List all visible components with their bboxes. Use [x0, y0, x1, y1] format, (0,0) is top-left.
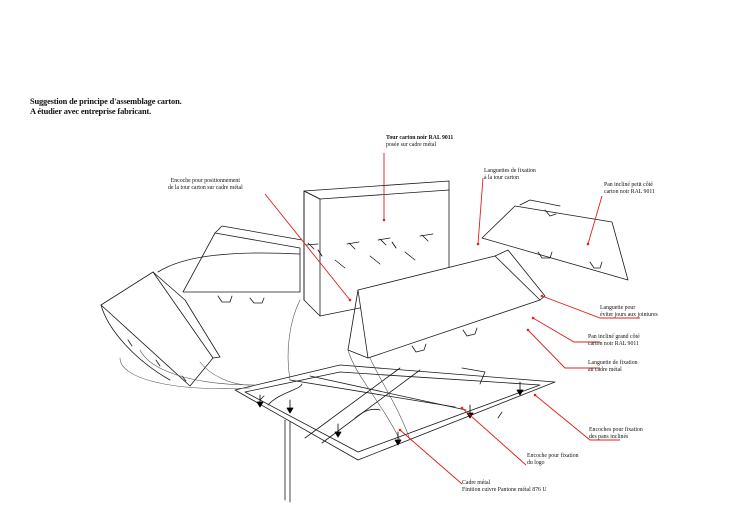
label-small-panel: Pan incliné petit côté carton noir RAL 9…: [604, 182, 655, 196]
label-notches-panels-line2: des pans inclinés: [589, 434, 629, 440]
label-tab-frame-line1: Languette de fixation: [588, 360, 638, 366]
leader-lines: [264, 153, 640, 485]
label-tabs-tower: Languettes de fixation à la tour carton: [484, 168, 536, 182]
label-notches-panels-line1: Encoches pour fixation: [589, 427, 643, 433]
label-large-panel: Pan incliné grand côté carton noir RAL 9…: [588, 334, 640, 348]
leader-dots: [348, 218, 590, 432]
label-small-panel-line2: carton noir RAL 9011: [604, 189, 655, 195]
label-notches-logo-line1: Encoche pour fixation: [527, 453, 579, 459]
label-notches-panels: Encoches pour fixation des pans inclinés: [589, 427, 643, 441]
metal-frame: [234, 364, 556, 503]
drawing-title: Suggestion de principe d'assemblage cart…: [30, 97, 182, 117]
center-large-panel: [347, 249, 546, 359]
label-notches-logo: Encoche pour fixation du logo: [527, 453, 579, 467]
label-large-panel-line2: carton noir RAL 9011: [588, 341, 639, 347]
label-small-panel-line1: Pan incliné petit côté: [604, 182, 653, 188]
label-tower: Tour carton noir RAL 9011 posée sur cadr…: [386, 135, 453, 149]
label-notch-position: Encoche pour positionnement de la tour c…: [168, 178, 243, 192]
label-notch-position-line1: Encoche pour positionnement: [170, 178, 240, 184]
label-tab-joints: Languette pour éviter jours aux jointure…: [600, 305, 658, 319]
label-tower-line1: Tour carton noir RAL 9011: [386, 135, 454, 141]
label-tower-line2: posée sur cadre métal: [386, 142, 437, 148]
left-upper-panel: [157, 225, 303, 304]
drawing-title-line2: A étudier avec entreprise fabricant.: [30, 107, 152, 116]
right-small-panel: [481, 199, 629, 281]
label-tab-joints-line2: éviter jours aux jointures: [600, 312, 658, 318]
label-notches-logo-line2: du logo: [527, 460, 545, 466]
label-notch-position-line2: de la tour carton sur cadre métal: [168, 185, 243, 191]
label-tabs-tower-line1: Languettes de fixation: [484, 168, 536, 174]
drawing-title-line1: Suggestion de principe d'assemblage cart…: [30, 97, 182, 106]
label-tab-joints-line1: Languette pour: [600, 305, 636, 311]
label-frame-line1: Cadre métal: [462, 480, 491, 486]
label-large-panel-line1: Pan incliné grand côté: [588, 334, 640, 340]
label-tab-frame: Languette de fixation au cadre métal: [588, 360, 638, 374]
label-frame-line2: Finition cuivre Pantone métal 876 U: [462, 487, 547, 493]
label-tab-frame-line2: au cadre métal: [588, 367, 622, 373]
label-tabs-tower-line2: à la tour carton: [484, 175, 519, 181]
label-frame: Cadre métal Finition cuivre Pantone méta…: [462, 480, 547, 494]
